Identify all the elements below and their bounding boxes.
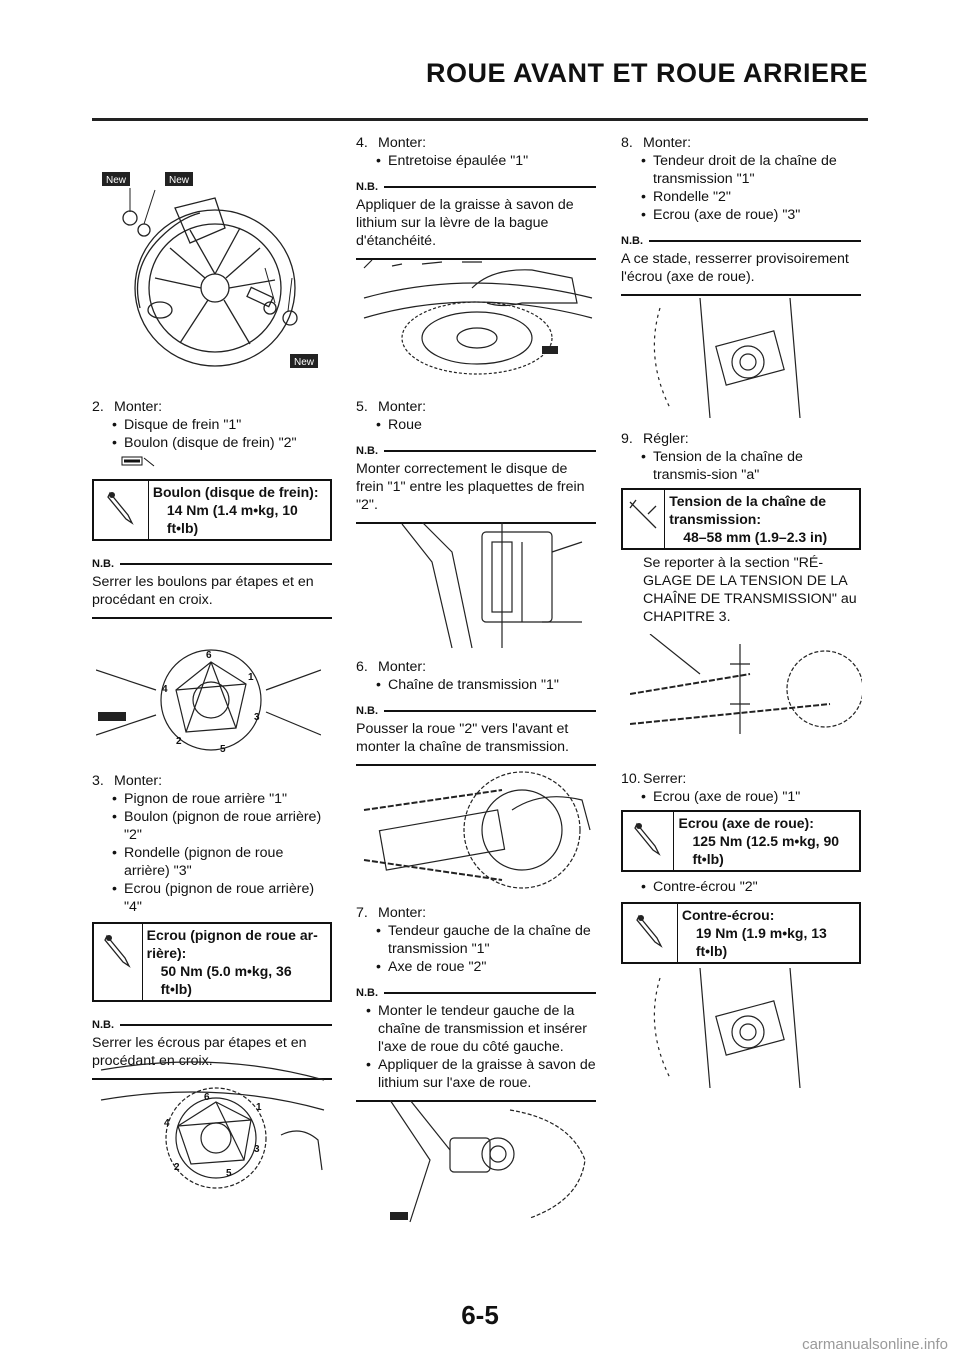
svg-text:2: 2	[174, 1162, 180, 1173]
note-nb-1: N.B. Serrer les boulons par étapes et en…	[92, 555, 332, 619]
svg-text:6: 6	[204, 1092, 210, 1103]
column-1-lower: 3.Monter: •Pignon de roue arrière "1" •B…	[92, 772, 332, 1080]
new-tag-b: New	[169, 175, 190, 186]
column-3-b: 9.Régler: •Tension de la chaîne de trans…	[621, 430, 861, 626]
figure-rear-sprocket: 6 1 4 3 2 5	[96, 1060, 328, 1190]
figure-brake-disc-bolts: 6 1 4 3 2 5	[95, 640, 322, 755]
column-3-c: 10.Serrer: •Ecrou (axe de roue) "1" Ecro…	[621, 770, 861, 964]
page-number: 6-5	[461, 1300, 499, 1330]
step-8: 8.Monter:	[621, 135, 692, 151]
spec-box-disc-bolt: Boulon (disque de frein):14 Nm (1.4 m•kg…	[92, 479, 332, 541]
step-7: 7.Monter:	[356, 905, 427, 921]
spec-box-axle-nut: Ecrou (axe de roue):125 Nm (12.5 m•kg, 9…	[621, 810, 861, 872]
svg-text:4: 4	[162, 684, 168, 695]
spec-box-chain-tension: Tension de la chaîne de transmission:48–…	[621, 488, 861, 550]
spec-box-locknut: Contre-écrou:19 Nm (1.9 m•kg, 13 ft•lb)	[621, 902, 861, 964]
reference-text: Se reporter à la section "RÉ-GLAGE DE LA…	[643, 555, 857, 625]
step-10: 10.Serrer:	[621, 771, 687, 787]
step-6: 6.Monter:	[356, 659, 427, 675]
figure-seal-grease	[362, 258, 594, 380]
svg-text:3: 3	[254, 1144, 260, 1155]
step-4: 4.Monter:	[356, 135, 427, 151]
column-3: 8.Monter: •Tendeur droit de la chaîne de…	[621, 134, 861, 296]
svg-text:4: 4	[164, 1118, 170, 1129]
threadlock-icon	[120, 454, 332, 473]
step-9: 9.Régler:	[621, 431, 689, 447]
new-tag-a: New	[106, 175, 127, 186]
spec-box-sprocket-nut: Ecrou (pignon de roue ar-rière):50 Nm (5…	[92, 922, 332, 1002]
caliper-gauge-icon	[623, 490, 666, 548]
figure-caliper	[392, 521, 592, 650]
svg-text:2: 2	[176, 736, 182, 747]
note-nb-6: N.B. •Monter le tendeur gauche de la cha…	[356, 984, 596, 1102]
svg-text:3: 3	[254, 712, 260, 723]
torque-wrench-icon	[94, 924, 143, 1000]
figure-axle-nut	[640, 967, 840, 1089]
column-1: 2.Monter: •Disque de frein "1" •Boulon (…	[92, 398, 332, 619]
torque-wrench-icon	[94, 481, 149, 539]
figure-axle	[370, 1099, 592, 1225]
column-2-d: 7.Monter: •Tendeur gauche de la chaîne d…	[356, 904, 596, 1102]
new-tag-c: New	[294, 357, 315, 368]
step-2: 2.Monter:	[92, 399, 163, 415]
svg-text:1: 1	[256, 1102, 262, 1113]
watermark: carmanualsonline.info	[802, 1336, 948, 1353]
svg-text:5: 5	[226, 1168, 232, 1179]
figure-chain-slack	[629, 633, 864, 762]
svg-text:5: 5	[220, 744, 226, 755]
column-2: 4.Monter: •Entretoise épaulée "1" N.B. A…	[356, 134, 596, 260]
svg-text:1: 1	[248, 672, 254, 683]
svg-text:6: 6	[206, 650, 212, 661]
column-2-c: 6.Monter: •Chaîne de transmission "1" N.…	[356, 658, 596, 766]
figure-chain	[362, 770, 594, 898]
torque-wrench-icon	[623, 904, 678, 962]
torque-wrench-icon	[623, 812, 675, 870]
note-nb-3: N.B. Appliquer de la graisse à savon de …	[356, 178, 596, 260]
page-title: ROUE AVANT ET ROUE ARRIERE	[425, 58, 868, 88]
step-5: 5.Monter:	[356, 399, 427, 415]
note-nb-5: N.B. Pousser la roue "2" vers l'avant et…	[356, 702, 596, 766]
step-3: 3.Monter:	[92, 773, 163, 789]
figure-front-wheel-exploded: New New New	[100, 168, 325, 368]
header-rule	[92, 118, 868, 121]
note-nb-4: N.B. Monter correctement le disque de fr…	[356, 442, 596, 524]
figure-right-adjuster	[640, 297, 840, 419]
note-nb-7: N.B. A ce stade, resserrer provisoiremen…	[621, 232, 861, 296]
note-nb-2: N.B. Serrer les écrous par étapes et en …	[92, 1016, 332, 1080]
column-2-b: 5.Monter: •Roue N.B. Monter correctement…	[356, 398, 596, 524]
